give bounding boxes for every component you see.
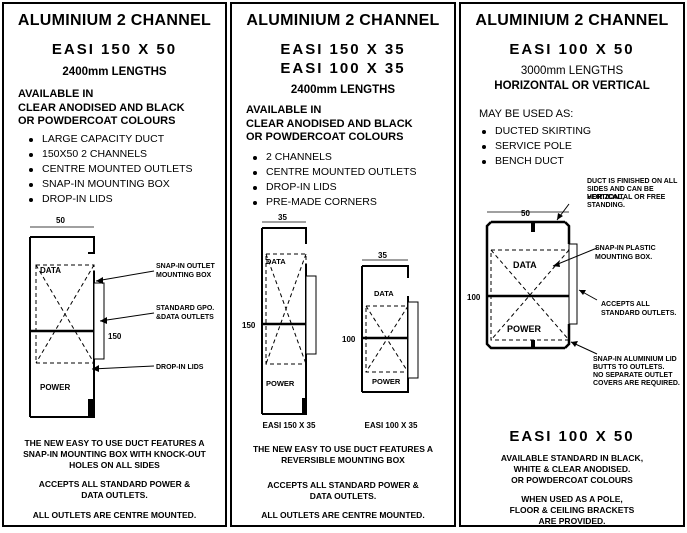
diagram-caption: EASI 150 X 35 [262,421,316,430]
list-item: SNAP-IN MOUNTING BOX [26,177,193,192]
channel-label-power: POWER [372,377,401,386]
diagram-caption: EASI 100 X 35 [364,421,418,430]
footer-line: THE NEW EASY TO USE DUCT FEATURES A [252,444,434,454]
dimension-height-label: 150 [242,321,256,330]
feature-list: 2 CHANNELS CENTRE MOUNTED OUTLETS DROP-I… [250,150,417,210]
list-item: PRE-MADE CORNERS [250,195,417,210]
callout-lid-line: SNAP-IN ALUMINIUM LID [593,356,677,363]
availability-heading: AVAILABLE IN [246,104,322,116]
dimension-width-label: 35 [278,213,287,222]
panel-title: ALUMINIUM 2 CHANNEL [475,12,669,29]
usage-heading: MAY BE USED AS: [479,108,574,120]
duct-cross-section-diagram: 50 100 DATA POWER SNAP-IN PLASTIC MOUNTI… [467,203,676,355]
availability-line-1: CLEAR ANODISED AND BLACK [18,102,185,114]
footer-line: FLOOR & CEILING BRACKETS [509,505,635,515]
dimension-width-label: 50 [521,209,530,218]
footer-line: THE NEW EASY TO USE DUCT FEATURES A [24,438,205,448]
length-text: 3000mm LENGTHS [520,65,624,77]
list-item: DUCTED SKIRTING [479,124,591,139]
footer-line: DATA OUTLETS. [81,490,148,500]
dimension-width-label: 50 [56,216,65,225]
note-line: DUCT IS FINISHED ON ALL [587,178,678,185]
callout-outlets-2: &DATA OUTLETS [156,314,214,321]
channel-label-data: DATA [513,260,537,270]
list-item: DROP-IN LIDS [250,180,417,195]
list-item: 150X50 2 CHANNELS [26,147,193,162]
channel-label-data: DATA [374,289,394,298]
orientation-text: HORIZONTAL OR VERTICAL [494,80,650,92]
footer-line: ALL OUTLETS ARE CENTRE MOUNTED. [261,510,425,520]
footer-line: HOLES ON ALL SIDES [69,460,160,470]
panel-title: ALUMINIUM 2 CHANNEL [246,12,440,29]
footer-line: ARE PROVIDED. [538,516,606,526]
list-item: CENTRE MOUNTED OUTLETS [250,165,417,180]
note-line: HORIZONTAL OR FREE [587,194,666,201]
length-text: 2400mm LENGTHS [62,66,167,78]
footer-line: OR POWDERCOAT COLOURS [511,475,633,485]
footer-line: REVERSIBLE MOUNTING BOX [281,455,405,465]
usage-list: DUCTED SKIRTING SERVICE POLE BENCH DUCT [479,124,591,169]
footer-line: AVAILABLE STANDARD IN BLACK, [500,453,644,463]
panel-title: ALUMINIUM 2 CHANNEL [17,12,212,29]
callout-accepts-2: STANDARD OUTLETS. [601,310,676,317]
availability-line-2: OR POWDERCOAT COLOURS [246,131,404,143]
footer-line: WHITE & CLEAR ANODISED. [513,464,631,474]
list-item: SERVICE POLE [479,139,591,154]
model-name: EASI 100 X 35 [280,60,406,77]
footer-line: ACCEPTS ALL STANDARD POWER & [38,479,191,489]
availability-heading: AVAILABLE IN [18,88,94,100]
list-item: 2 CHANNELS [250,150,417,165]
footer-line: DATA OUTLETS. [309,491,377,501]
list-item: CENTRE MOUNTED OUTLETS [26,162,193,177]
channel-label-power: POWER [507,324,542,334]
callout-accepts-1: ACCEPTS ALL [601,301,650,308]
dimension-height-label: 150 [108,332,122,341]
callout-mounting-box-2: MOUNTING BOX. [595,254,652,261]
panel-easi-100x50: ALUMINIUM 2 CHANNEL EASI 100 X 50 3000mm… [459,2,685,527]
model-name: EASI 150 X 35 [280,41,406,58]
callout-mounting-box-2: MOUNTING BOX [156,272,212,279]
feature-list: LARGE CAPACITY DUCT 150X50 2 CHANNELS CE… [26,132,193,207]
length-text: 2400mm LENGTHS [290,84,396,96]
channel-label-data: DATA [40,266,61,275]
model-name: EASI 100 X 50 [509,41,635,58]
dimension-height-label: 100 [342,335,356,344]
callout-lid-line: COVERS ARE REQUIRED. [593,380,680,387]
footer-line: ALL OUTLETS ARE CENTRE MOUNTED. [32,510,197,520]
callout-drop-in-lids: DROP-IN LIDS [156,364,204,371]
panel-easi-150x35-100x35: ALUMINIUM 2 CHANNEL EASI 150 X 35 EASI 1… [230,2,456,527]
channel-label-power: POWER [266,379,295,388]
callout-lid-line: NO SEPARATE OUTLET [593,372,673,379]
footer-line: WHEN USED AS A POLE, [521,494,623,504]
list-item: BENCH DUCT [479,154,591,169]
channel-label-power: POWER [40,383,70,392]
note-line: STANDING. [587,202,625,209]
availability-line-2: OR POWDERCOAT COLOURS [18,115,176,127]
note-line: SIDES AND CAN BE VERTICAL, [587,186,654,201]
channel-label-data: DATA [266,257,286,266]
panel-easi-150x50: ALUMINIUM 2 CHANNEL EASI 150 X 50 2400mm… [2,2,227,527]
dimension-height-label: 100 [467,293,481,302]
callout-mounting-box-1: SNAP-IN PLASTIC [595,245,656,252]
availability-line-1: CLEAR ANODISED AND BLACK [246,118,413,130]
footer-line: SNAP-IN MOUNTING BOX WITH KNOCK-OUT [23,449,206,459]
model-name: EASI 150 X 50 [51,41,178,58]
list-item: LARGE CAPACITY DUCT [26,132,193,147]
callout-mounting-box-1: SNAP-IN OUTLET [156,263,215,270]
callout-outlets-1: STANDARD GPO. [156,305,214,312]
duct-cross-section-diagram: 50 150 DATA POWER SNAP-IN OUTLET MOUNTIN… [29,216,215,418]
duct-cross-section-diagram: 35 150 DATA POWER 35 100 DATA POWER [242,213,419,415]
footer-line: ACCEPTS ALL STANDARD POWER & [267,480,419,490]
list-item: DROP-IN LIDS [26,192,193,207]
callout-lid-line: BUTTS TO OUTLETS. [593,364,665,371]
dimension-width-label: 35 [378,251,387,260]
model-name-bottom: EASI 100 X 50 [509,428,635,445]
